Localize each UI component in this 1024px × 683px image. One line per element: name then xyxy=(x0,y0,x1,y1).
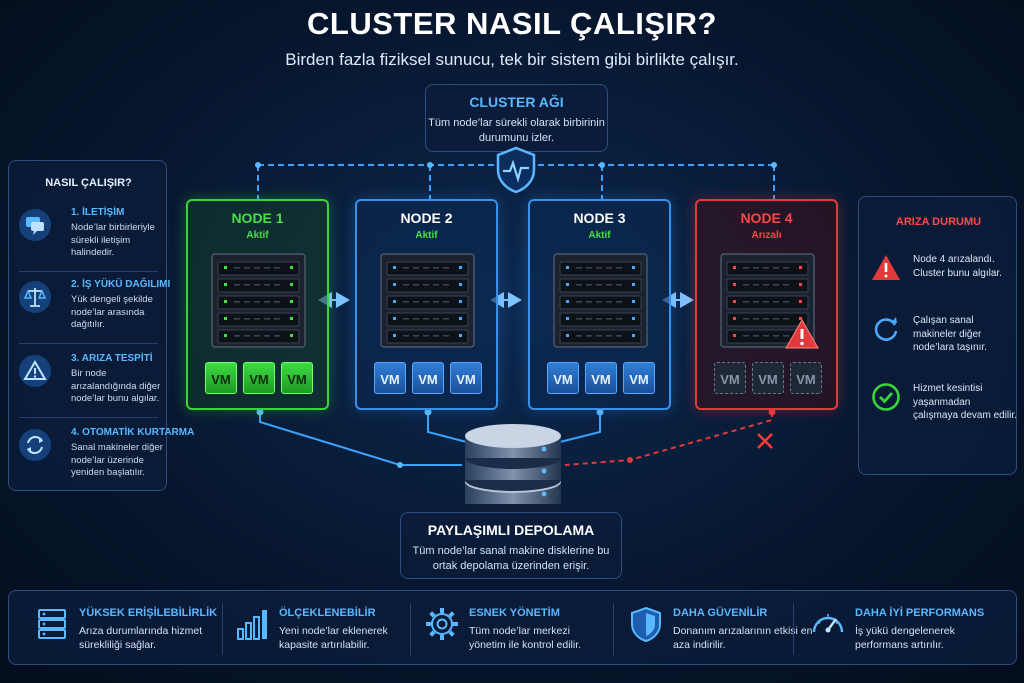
server-icon xyxy=(211,253,306,348)
gauge-icon xyxy=(812,614,844,633)
divider xyxy=(19,271,158,272)
failure-panel: ARIZA DURUMU Node 4 arızalandı. Cluster … xyxy=(858,196,1017,475)
divider xyxy=(793,603,794,655)
database-icon xyxy=(465,424,561,516)
bar-chart-icon xyxy=(237,610,267,640)
step-title: 2. İŞ YÜKÜ DAĞILIMI xyxy=(71,279,171,290)
vm-group: VM VM VM xyxy=(374,362,484,396)
feature-text: Yeni node’lar eklenerek kapasite artırıl… xyxy=(279,625,388,651)
warning-icon xyxy=(19,355,51,387)
node-status: Aktif xyxy=(246,230,269,241)
cluster-network-box: CLUSTER AĞI Tüm node’lar sürekli olarak … xyxy=(425,84,608,152)
vm-tile[interactable]: VM xyxy=(790,362,822,394)
vm-tile[interactable]: VM xyxy=(281,362,313,394)
shield-heartbeat-icon xyxy=(496,146,536,194)
how-it-works-title: NASIL ÇALIŞIR? xyxy=(45,177,132,189)
cluster-network-text: Tüm node’lar sürekli olarak birbirinin d… xyxy=(428,117,605,144)
vm-tile[interactable]: VM xyxy=(243,362,275,394)
how-it-works-panel: NASIL ÇALIŞIR? 1. İLETİŞİM Node’lar birb… xyxy=(8,160,194,491)
step-text: Sanal makineler diğer node’lar üzerinde … xyxy=(71,442,163,478)
check-icon xyxy=(872,383,900,411)
vm-tile[interactable]: VM xyxy=(714,362,746,394)
server-rack-icon xyxy=(38,609,66,639)
feature-title: DAHA İYİ PERFORMANS xyxy=(855,607,985,619)
divider xyxy=(222,603,223,655)
vm-tile[interactable]: VM xyxy=(450,362,482,394)
vm-group: VM VM VM xyxy=(547,362,657,396)
node-status: Aktif xyxy=(415,230,438,241)
shield-check-icon xyxy=(631,606,661,643)
chat-icon xyxy=(19,209,51,241)
step-title: 4. OTOMATİK KURTARMA xyxy=(71,427,195,438)
node-name: NODE 4 xyxy=(740,210,793,226)
feature-title: DAHA GÜVENİLİR xyxy=(673,607,768,619)
feature-title: ÖLÇEKLENEBİLİR xyxy=(279,607,376,619)
page-subtitle: Birden fazla fiziksel sunucu, tek bir si… xyxy=(285,50,739,69)
feature-title: YÜKSEK ERİŞİLEBİLİRLİK xyxy=(79,607,218,619)
node-name: NODE 1 xyxy=(231,210,284,226)
warning-icon xyxy=(872,255,900,280)
link-broken-x-icon xyxy=(757,433,773,449)
divider xyxy=(19,417,158,418)
divider xyxy=(410,603,411,655)
gear-icon xyxy=(426,608,458,640)
feature-text: Donanım arızalarının etkisi en aza indir… xyxy=(673,625,813,651)
recovery-icon xyxy=(19,429,51,461)
step-title: 1. İLETİŞİM xyxy=(71,207,125,218)
server-icon xyxy=(553,253,648,348)
vm-group: VM VM VM xyxy=(205,362,315,396)
divider xyxy=(19,343,158,344)
step-text: Node’lar birbirleriyle sürekli iletişim … xyxy=(71,222,155,258)
vm-tile[interactable]: VM xyxy=(412,362,444,394)
vm-tile[interactable]: VM xyxy=(374,362,406,394)
vm-tile[interactable]: VM xyxy=(752,362,784,394)
node-status: Arızalı xyxy=(751,230,782,241)
divider xyxy=(613,603,614,655)
feature-text: Arıza durumlarında hizmet sürekliliği sa… xyxy=(79,625,203,651)
feature-title: ESNEK YÖNETİM xyxy=(469,607,560,619)
vm-tile[interactable]: VM xyxy=(623,362,655,394)
node-card-4[interactable]: NODE 4 Arızalı VM VM VM xyxy=(695,199,838,410)
node-name: NODE 2 xyxy=(400,210,453,226)
page-title: CLUSTER NASIL ÇALIŞIR? xyxy=(307,6,717,41)
shared-storage-box: PAYLAŞIMLI DEPOLAMA Tüm node’lar sanal m… xyxy=(400,512,622,579)
step-title: 3. ARIZA TESPİTİ xyxy=(71,353,153,364)
node-name: NODE 3 xyxy=(573,210,626,226)
step-text: Bir node arızalandığında diğer node’lar … xyxy=(71,368,161,404)
failure-item-text: Çalışan sanal makineler diğer node’lara … xyxy=(913,315,987,353)
feature-text: Tüm node’lar merkezi yönetim ile kontrol… xyxy=(469,625,582,651)
node-card-3[interactable]: NODE 3 Aktif VM VM VM xyxy=(528,199,671,410)
vm-tile[interactable]: VM xyxy=(547,362,579,394)
server-icon xyxy=(380,253,475,348)
node-card-1[interactable]: NODE 1 Aktif VM VM VM xyxy=(186,199,329,410)
node-status: Aktif xyxy=(588,230,611,241)
failure-item-text: Node 4 arızalandı. Cluster bunu algılar. xyxy=(913,254,1002,279)
features-bar: YÜKSEK ERİŞİLEBİLİRLİK Arıza durumlarınd… xyxy=(8,590,1017,665)
storage-links xyxy=(259,412,601,466)
failure-item-text: Hizmet kesintisi yaşanmadan çalışmaya de… xyxy=(913,383,1017,421)
shared-storage-text: Tüm node’lar sanal makine disklerine bu … xyxy=(412,545,610,572)
failure-title: ARIZA DURUMU xyxy=(895,216,982,228)
vm-group: VM VM VM xyxy=(714,362,824,396)
cluster-network-title: CLUSTER AĞI xyxy=(469,94,564,110)
vm-tile[interactable]: VM xyxy=(205,362,237,394)
feature-text: İş yükü dengelenerek performans artırılı… xyxy=(855,625,955,651)
vm-tile[interactable]: VM xyxy=(585,362,617,394)
refresh-icon xyxy=(874,317,898,341)
shared-storage-title: PAYLAŞIMLI DEPOLAMA xyxy=(427,522,595,538)
scale-icon xyxy=(19,281,51,313)
storage-link-failed xyxy=(564,412,773,466)
step-text: Yük dengeli şekilde node’lar arasında da… xyxy=(71,294,153,330)
node-card-2[interactable]: NODE 2 Aktif VM VM VM xyxy=(355,199,498,410)
warning-icon xyxy=(785,319,819,349)
